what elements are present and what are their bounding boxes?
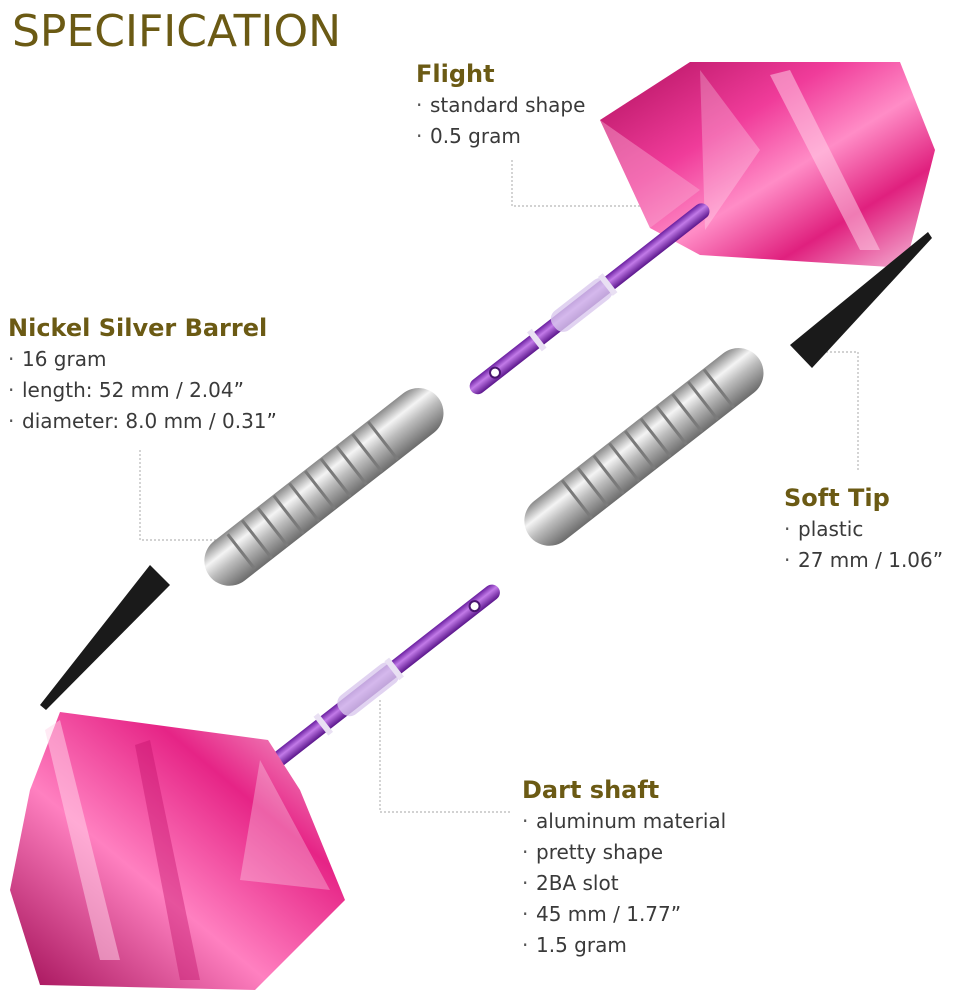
list-item: ·aluminum material (522, 809, 727, 833)
barrel-heading: Nickel Silver Barrel (8, 314, 268, 342)
shaft-spec: Dart shaft ·aluminum material ·pretty sh… (522, 774, 726, 961)
list-item: ·length: 52 mm / 2.04” (8, 378, 244, 402)
list-item: ·45 mm / 1.77” (522, 902, 682, 926)
tip-leader-line (826, 351, 859, 470)
tip-spec-list: ·plastic ·27 mm / 1.06” (784, 514, 943, 576)
flight-leader-line (511, 160, 680, 207)
barrel-leader-line (139, 450, 236, 541)
shaft-heading: Dart shaft (522, 776, 660, 804)
list-item: ·plastic (784, 517, 864, 541)
barrel-spec-list: ·16 gram ·length: 52 mm / 2.04” ·diamete… (8, 344, 277, 437)
dart-one-tip (40, 565, 170, 710)
dart-two (10, 232, 932, 990)
shaft-leader-line (379, 700, 510, 813)
dart-one-barrel (204, 388, 444, 586)
list-item: ·diameter: 8.0 mm / 0.31” (8, 409, 277, 433)
dart-two-barrel (524, 348, 764, 546)
shaft-spec-list: ·aluminum material ·pretty shape ·2BA sl… (522, 806, 726, 961)
tip-heading: Soft Tip (784, 484, 890, 512)
dart-one (40, 62, 935, 710)
dart-two-tip (790, 232, 932, 368)
list-item: ·2BA slot (522, 871, 619, 895)
list-item: ·27 mm / 1.06” (784, 548, 944, 572)
page-title: SPECIFICATION (12, 6, 342, 57)
flight-spec-list: ·standard shape ·0.5 gram (416, 90, 585, 152)
flight-heading: Flight (416, 60, 495, 88)
list-item: ·standard shape (416, 93, 586, 117)
list-item: ·16 gram (8, 347, 107, 371)
list-item: ·0.5 gram (416, 124, 521, 148)
list-item: ·1.5 gram (522, 933, 627, 957)
flight-spec: Flight ·standard shape ·0.5 gram (416, 58, 585, 152)
barrel-spec: Nickel Silver Barrel ·16 gram ·length: 5… (8, 312, 277, 437)
leader-lines (139, 160, 859, 813)
list-item: ·pretty shape (522, 840, 664, 864)
tip-spec: Soft Tip ·plastic ·27 mm / 1.06” (784, 482, 943, 576)
